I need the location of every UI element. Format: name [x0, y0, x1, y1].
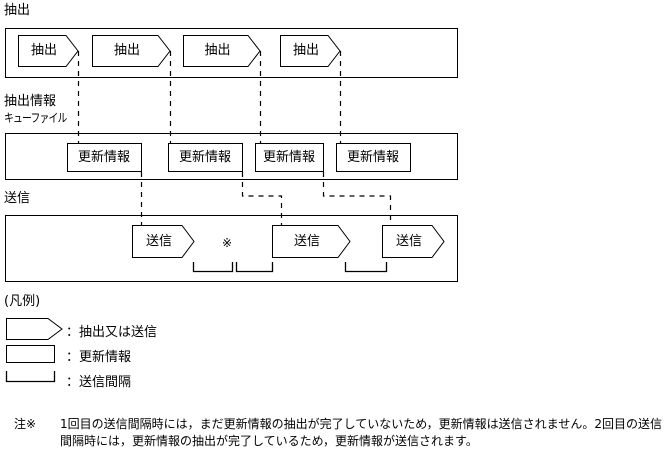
connector-2 [241, 172, 283, 225]
send-interval-bracket-1 [192, 262, 234, 273]
send-arrow-2 [272, 225, 351, 258]
extract-arrow-2-label: 抽出 [113, 43, 140, 58]
legend-item-1-label: ：更新情報 [66, 350, 132, 365]
legend-item-0-label: ：抽出又は送信 [66, 325, 158, 340]
update-info-box-4-label: 更新情報 [346, 150, 399, 165]
update-info-box-3-label: 更新情報 [262, 150, 315, 165]
send-row-label: 送信 [4, 191, 31, 206]
asterisk-mark: ※ [222, 236, 233, 250]
legend-arrow-icon [6, 318, 63, 340]
update-info-box-3 [255, 143, 324, 172]
send-arrow-1-label: 送信 [145, 234, 172, 249]
connector-3 [322, 172, 392, 225]
note-text: 1回目の送信間隔時には，まだ更新情報の抽出が完了していないため，更新情報は送信さ… [60, 417, 662, 448]
extract-arrow-3-label: 抽出 [204, 43, 231, 58]
send-interval-bracket-3 [344, 262, 388, 273]
update-info-box-4 [336, 143, 411, 172]
extract-row-label: 抽出 [4, 3, 31, 18]
send-arrow-1 [132, 225, 195, 258]
queue-row-label-line1: 抽出情報 [4, 94, 57, 109]
extract-arrow-3 [183, 35, 261, 67]
send-arrow-3-label: 送信 [395, 234, 422, 249]
queue-row-label-line2: キューファイル [4, 111, 67, 125]
send-arrow-3 [382, 225, 445, 258]
extract-arrow-1-label: 抽出 [30, 43, 57, 58]
update-info-box-2-label: 更新情報 [178, 150, 231, 165]
update-info-box-2 [168, 143, 243, 172]
update-info-box-1 [67, 143, 142, 172]
legend-box-icon [6, 345, 55, 363]
extract-arrow-4-label: 抽出 [292, 43, 319, 58]
legend-item-2-label: ：送信間隔 [66, 375, 132, 390]
extract-arrow-4 [280, 35, 341, 67]
legend-title: (凡例) [4, 294, 41, 309]
extract-arrow-2 [92, 35, 171, 67]
send-arrow-2-label: 送信 [293, 234, 320, 249]
legend-bracket-icon [5, 371, 56, 383]
update-info-box-1-label: 更新情報 [77, 150, 130, 165]
extract-arrow-1 [18, 35, 79, 67]
note-marker: 注※ [14, 417, 37, 431]
send-interval-bracket-2 [235, 262, 274, 273]
